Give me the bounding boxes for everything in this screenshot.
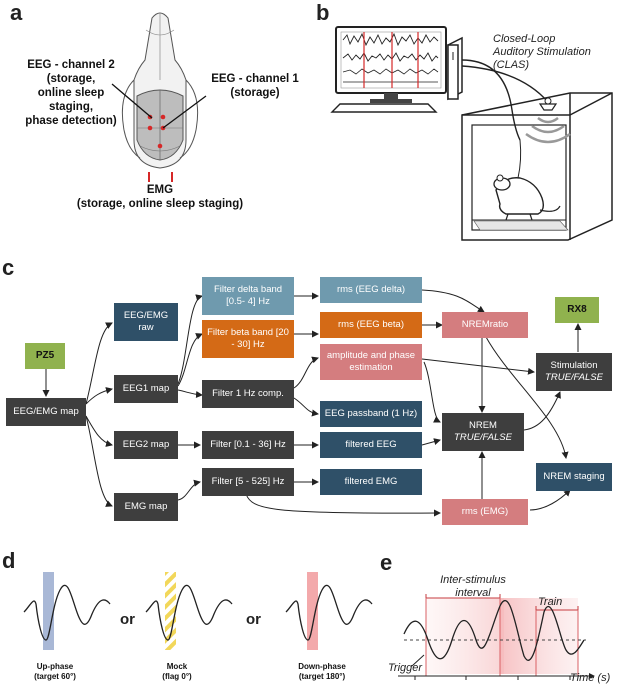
eeg-channel-2-line: EEG - channel 2 — [27, 59, 115, 71]
node-nrem-staging: NREM staging — [536, 463, 612, 491]
down-phase-caption: Down-phase (target 180°) — [282, 662, 362, 682]
eeg-channel-2-label: EEG - channel 2 (storage, online sleep s… — [6, 58, 136, 128]
node-eeg-passband: EEG passband (1 Hz) — [320, 401, 422, 427]
node-eeg1-map: EEG1 map — [114, 375, 178, 403]
node-filter-delta: Filter delta band [0.5- 4] Hz — [202, 277, 294, 315]
node-stimulation: Stimulation TRUE/FALSE — [536, 353, 612, 391]
stimulation-text: Stimulation — [550, 360, 598, 371]
clas-line: Closed-Loop — [493, 33, 556, 45]
panel-label-b: b — [316, 0, 330, 25]
inter-stimulus-interval-label: Inter-stimulus interval — [428, 574, 518, 600]
node-rms-delta: rms (EEG delta) — [320, 277, 422, 303]
eeg-channel-2-line: phase detection) — [25, 115, 117, 127]
eeg-channel-1-label: EEG - channel 1 (storage) — [200, 72, 310, 100]
train-label: Train — [538, 596, 563, 608]
panel-label-d: d — [2, 548, 16, 573]
node-eeg2-map: EEG2 map — [114, 431, 178, 459]
or-text-1: or — [120, 611, 135, 628]
node-filter-eeg: Filter [0.1 - 36] Hz — [202, 431, 294, 459]
time-axis-label: Time (s) — [570, 672, 611, 684]
panel-label-a: a — [10, 0, 23, 25]
node-nrem: NREM TRUE/FALSE — [442, 413, 524, 451]
panel-label-e: e — [380, 550, 393, 575]
up-phase-line: Up-phase — [36, 662, 74, 671]
node-emg-map: EMG map — [114, 493, 178, 521]
node-nrem-ratio: NREMratio — [442, 312, 528, 338]
down-phase-line: (target 180°) — [298, 672, 346, 681]
stimulation-true-false: TRUE/FALSE — [545, 372, 603, 383]
amp-phase-text: amplitude and phase estimation — [326, 350, 416, 373]
up-phase-caption: Up-phase (target 60°) — [20, 662, 90, 682]
nrem-text: NREM — [469, 420, 497, 431]
node-rms-emg: rms (EMG) — [442, 499, 528, 525]
node-pz5: PZ5 — [25, 343, 65, 369]
node-filtered-eeg: filtered EEG — [320, 432, 422, 458]
isi-line: Inter-stimulus — [440, 574, 506, 586]
node-filter-beta: Filter beta band [20 - 30] Hz — [202, 320, 294, 358]
up-phase-line: (target 60°) — [34, 672, 76, 681]
node-eeg-emg-map: EEG/EMG map — [6, 398, 86, 426]
filter-delta-text: Filter delta band [0.5- 4] Hz — [213, 284, 283, 307]
clas-label: Closed-Loop Auditory Stimulation (CLAS) — [493, 33, 617, 72]
clas-line: Auditory Stimulation — [493, 46, 591, 58]
or-text-2: or — [246, 611, 261, 628]
filter-beta-text: Filter beta band [20 - 30] Hz — [207, 327, 289, 350]
down-phase-line: Down-phase — [298, 662, 346, 671]
down-phase-band — [307, 572, 318, 650]
node-rx8: RX8 — [555, 297, 599, 323]
mock-band — [165, 572, 176, 650]
eeg-channel-2-line: online sleep — [37, 87, 105, 99]
node-filter-emg: Filter [5 - 525] Hz — [202, 468, 294, 496]
node-rms-beta: rms (EEG beta) — [320, 312, 422, 338]
mock-line: (flag 0°) — [162, 672, 192, 681]
node-filtered-emg: filtered EMG — [320, 469, 422, 495]
emg-line: (storage, online sleep staging) — [76, 198, 244, 210]
emg-label: EMG (storage, online sleep staging) — [50, 183, 270, 211]
up-phase-band — [43, 572, 54, 650]
isi-line: interval — [455, 587, 491, 599]
node-amp-phase: amplitude and phase estimation — [320, 344, 422, 380]
mock-caption: Mock (flag 0°) — [142, 662, 212, 682]
eeg-channel-1-line: EEG - channel 1 — [211, 73, 299, 85]
node-eeg-emg-raw: EEG/EMG raw — [114, 303, 178, 341]
panel-label-c: c — [2, 255, 15, 280]
emg-line: EMG — [146, 184, 174, 196]
eeg-channel-2-line: (storage, — [46, 73, 96, 85]
mock-line: Mock — [166, 662, 188, 671]
nrem-true-false: TRUE/FALSE — [454, 432, 512, 443]
eeg-channel-2-line: staging, — [48, 101, 94, 113]
clas-line: (CLAS) — [493, 59, 530, 71]
trigger-label: Trigger — [388, 662, 423, 674]
eeg-channel-1-line: (storage) — [230, 87, 280, 99]
node-filter-1hz: Filter 1 Hz comp. — [202, 380, 294, 408]
